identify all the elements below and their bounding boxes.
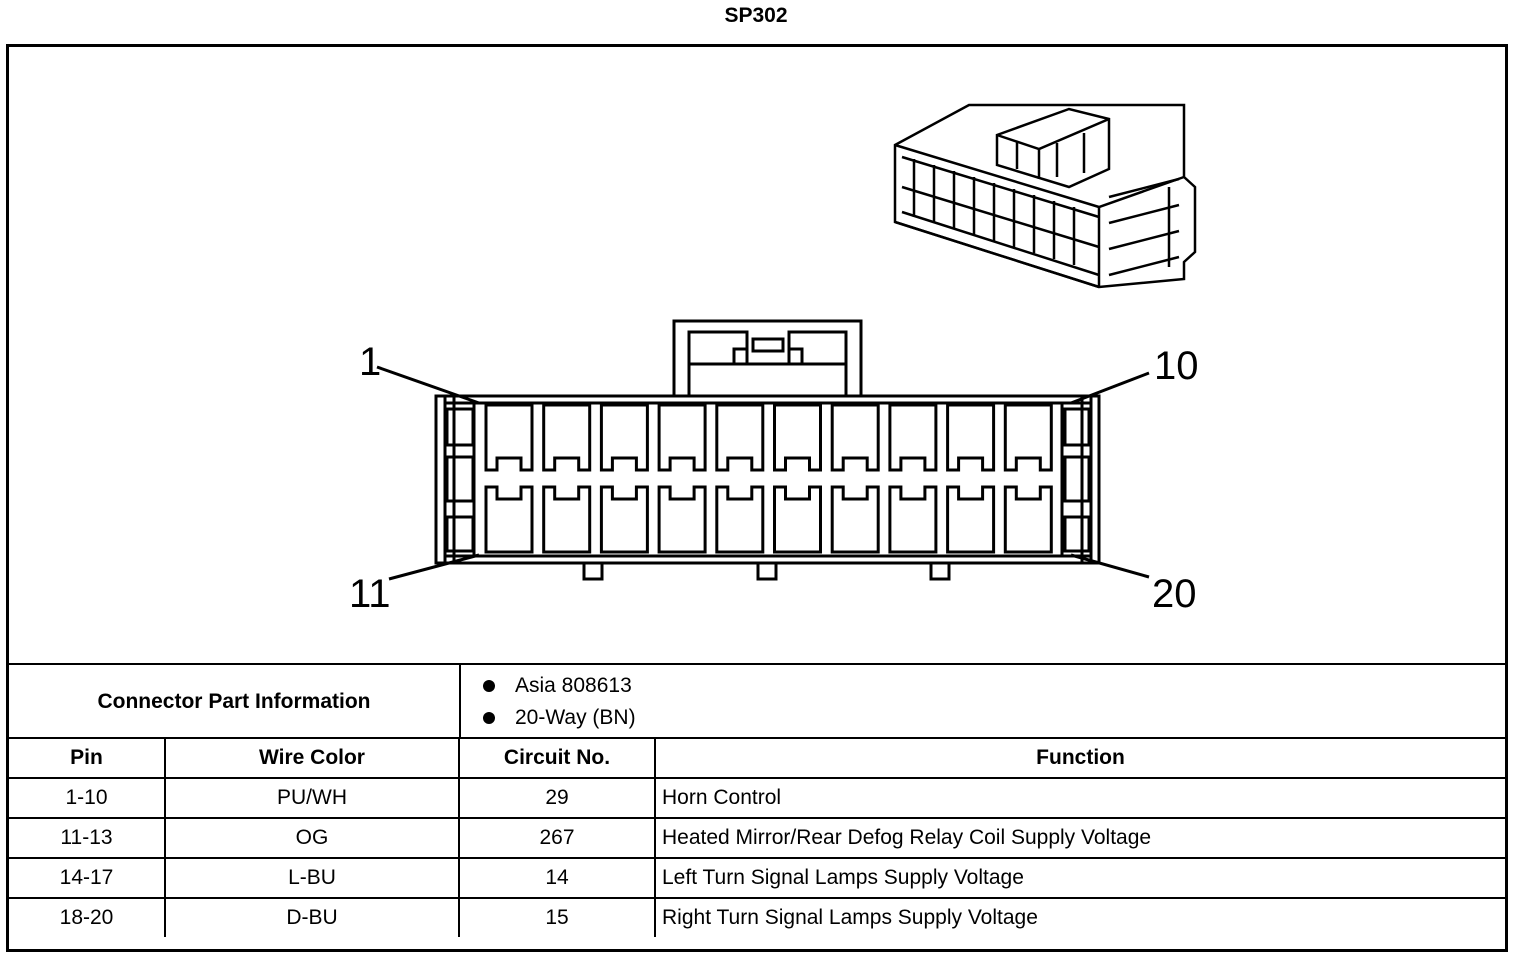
- leader-pin-20: [1070, 553, 1150, 579]
- connector-front-view: [434, 319, 1101, 581]
- list-item: 20-Way (BN): [483, 702, 636, 734]
- cell-circuit: 14: [458, 857, 656, 899]
- cell-wire-color: L-BU: [164, 857, 460, 899]
- table-row: 18-20 D-BU 15 Right Turn Signal Lamps Su…: [9, 897, 1505, 937]
- pin-cavity-18: [888, 485, 938, 554]
- pin-cavity-6: [773, 403, 822, 472]
- pin-cavity-17: [830, 485, 880, 554]
- table-row: 1-10 PU/WH 29 Horn Control: [9, 777, 1505, 819]
- pin-cavity-10: [1003, 403, 1053, 472]
- pin-cavity-9: [946, 403, 996, 472]
- pin-label-11: 11: [349, 572, 391, 616]
- pin-cavity-7: [830, 403, 880, 472]
- pin-cavity-2: [542, 403, 592, 472]
- pin-cavities: [484, 403, 1053, 554]
- pin-cavity-5: [715, 403, 765, 472]
- cell-wire-color: PU/WH: [164, 777, 460, 819]
- pin-label-1: 1: [359, 340, 381, 384]
- cell-circuit: 15: [458, 897, 656, 937]
- pin-cavity-11: [484, 485, 534, 554]
- connector-iso-view: [893, 103, 1197, 289]
- cell-pin: 14-17: [9, 857, 166, 899]
- pin-cavity-13: [599, 485, 649, 554]
- cell-pin: 11-13: [9, 817, 166, 859]
- pin-cavity-20: [1003, 485, 1053, 554]
- pin-cavity-14: [657, 485, 707, 554]
- connector-description: 20-Way (BN): [515, 706, 636, 729]
- pin-label-10: 10: [1154, 344, 1199, 388]
- pin-cavity-3: [599, 403, 649, 472]
- page-title: SP302: [724, 4, 788, 27]
- table-row: 11-13 OG 267 Heated Mirror/Rear Defog Re…: [9, 817, 1505, 859]
- cell-pin: 18-20: [9, 897, 166, 937]
- table-header-row: Pin Wire Color Circuit No. Function: [9, 737, 1505, 779]
- leader-pin-1: [376, 365, 480, 405]
- connector-diagram: 1 10 11 20: [9, 47, 1505, 663]
- table-row: 14-17 L-BU 14 Left Turn Signal Lamps Sup…: [9, 857, 1505, 899]
- pin-cavity-16: [773, 485, 822, 554]
- cell-pin: 1-10: [9, 777, 166, 819]
- pin-cavity-8: [888, 403, 938, 472]
- leader-pin-10: [1070, 371, 1150, 405]
- pin-label-20: 20: [1152, 572, 1197, 616]
- cell-circuit: 29: [458, 777, 656, 819]
- connector-part-number: Asia 808613: [515, 674, 632, 697]
- connector-drawing: 1 10 11 20: [349, 103, 1199, 616]
- column-header-pin: Pin: [9, 737, 166, 779]
- cell-function: Left Turn Signal Lamps Supply Voltage: [654, 857, 1505, 899]
- cell-wire-color: OG: [164, 817, 460, 859]
- leader-pin-11: [388, 553, 480, 581]
- list-item: Asia 808613: [483, 670, 636, 702]
- column-header-wire-color: Wire Color: [164, 737, 460, 779]
- cell-function: Heated Mirror/Rear Defog Relay Coil Supp…: [654, 817, 1505, 859]
- pin-cavity-1: [484, 403, 534, 472]
- pin-cavity-19: [946, 485, 996, 554]
- cell-function: Right Turn Signal Lamps Supply Voltage: [654, 897, 1505, 937]
- connector-info-list: Asia 808613 20-Way (BN): [483, 670, 636, 734]
- column-header-function: Function: [654, 737, 1505, 779]
- connector-part-information: Connector Part Information Asia 808613 2…: [9, 663, 1505, 739]
- cell-function: Horn Control: [654, 777, 1505, 819]
- bullet-icon: [483, 680, 495, 692]
- cell-wire-color: D-BU: [164, 897, 460, 937]
- connector-info-label: Connector Part Information: [9, 665, 461, 739]
- column-header-circuit: Circuit No.: [458, 737, 656, 779]
- connector-sheet: 1 10 11 20 Connector Part Information As…: [6, 44, 1508, 952]
- cell-circuit: 267: [458, 817, 656, 859]
- pin-cavity-15: [715, 485, 765, 554]
- pin-cavity-4: [657, 403, 707, 472]
- bullet-icon: [483, 712, 495, 724]
- pin-table: Pin Wire Color Circuit No. Function 1-10…: [9, 737, 1505, 937]
- pin-cavity-12: [542, 485, 592, 554]
